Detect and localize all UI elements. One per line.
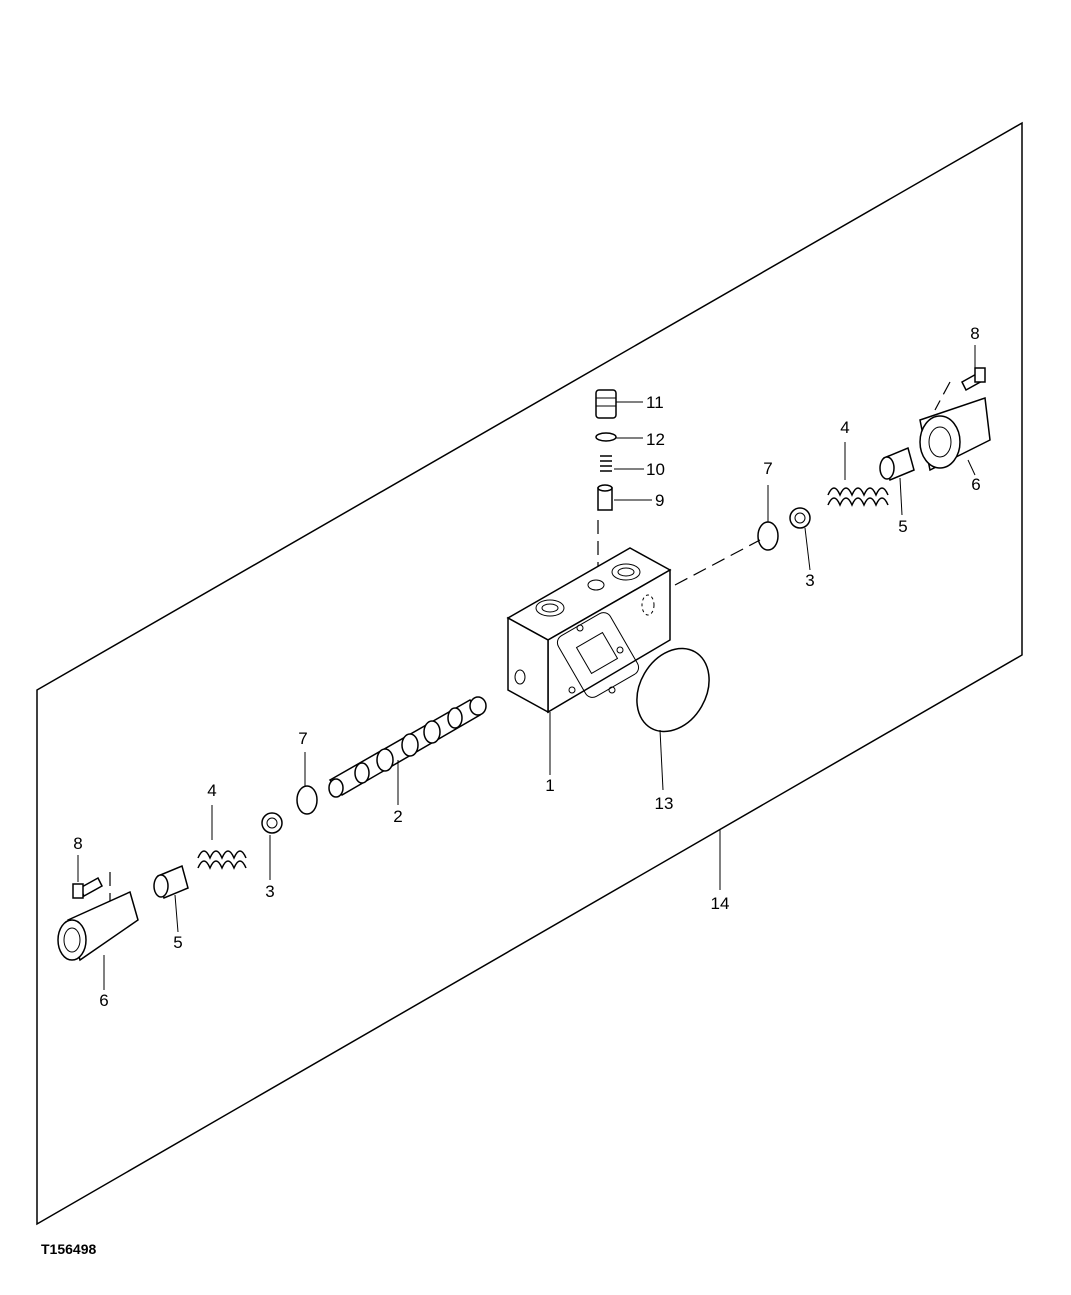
- bolt-centerline-right: [934, 381, 951, 411]
- callout-13: 13: [655, 794, 674, 813]
- callout-14: 14: [711, 894, 730, 913]
- o-ring-right: [757, 521, 779, 551]
- stopper-left: [153, 864, 189, 900]
- assembly-frame: [36, 121, 1023, 1226]
- callout-8-left: 8: [73, 834, 82, 853]
- spool: [328, 696, 487, 798]
- figure-id: T156498: [41, 1241, 96, 1257]
- callout-3-right: 3: [805, 571, 814, 590]
- callout-5-left: 5: [173, 933, 182, 952]
- callout-7-right: 7: [763, 459, 772, 478]
- leader-lines: [77, 345, 976, 990]
- check-spring: [600, 455, 612, 472]
- cover-right: [919, 396, 991, 472]
- callout-4-left: 4: [207, 781, 216, 800]
- callout-4-right: 4: [840, 418, 849, 437]
- callout-1: 1: [545, 776, 554, 795]
- o-ring-left: [296, 785, 318, 815]
- callout-3-left: 3: [265, 882, 274, 901]
- spring-seat-left: [261, 812, 283, 834]
- callout-6-left: 6: [99, 991, 108, 1010]
- callout-5-right: 5: [898, 517, 907, 536]
- callout-8-right: 8: [970, 324, 979, 343]
- spool-centerline-right: [674, 539, 761, 586]
- plug-o-ring: [595, 432, 617, 442]
- callout-12: 12: [646, 430, 665, 449]
- spring-seat-right: [789, 507, 811, 529]
- stopper-right: [879, 446, 915, 482]
- spring-right: [827, 487, 889, 507]
- callout-7-left: 7: [298, 729, 307, 748]
- bolt-right: [961, 367, 986, 392]
- callout-10: 10: [646, 460, 665, 479]
- callout-11: 11: [646, 393, 664, 412]
- callout-9: 9: [655, 491, 664, 510]
- spring-left: [197, 850, 247, 870]
- callout-2: 2: [393, 807, 402, 826]
- poppet: [597, 484, 613, 511]
- plug: [595, 389, 617, 419]
- valve-body: [506, 547, 672, 714]
- bolt-left: [72, 876, 103, 899]
- large-o-ring: [636, 647, 710, 733]
- cover-left: [57, 890, 139, 962]
- callout-6-right: 6: [971, 475, 980, 494]
